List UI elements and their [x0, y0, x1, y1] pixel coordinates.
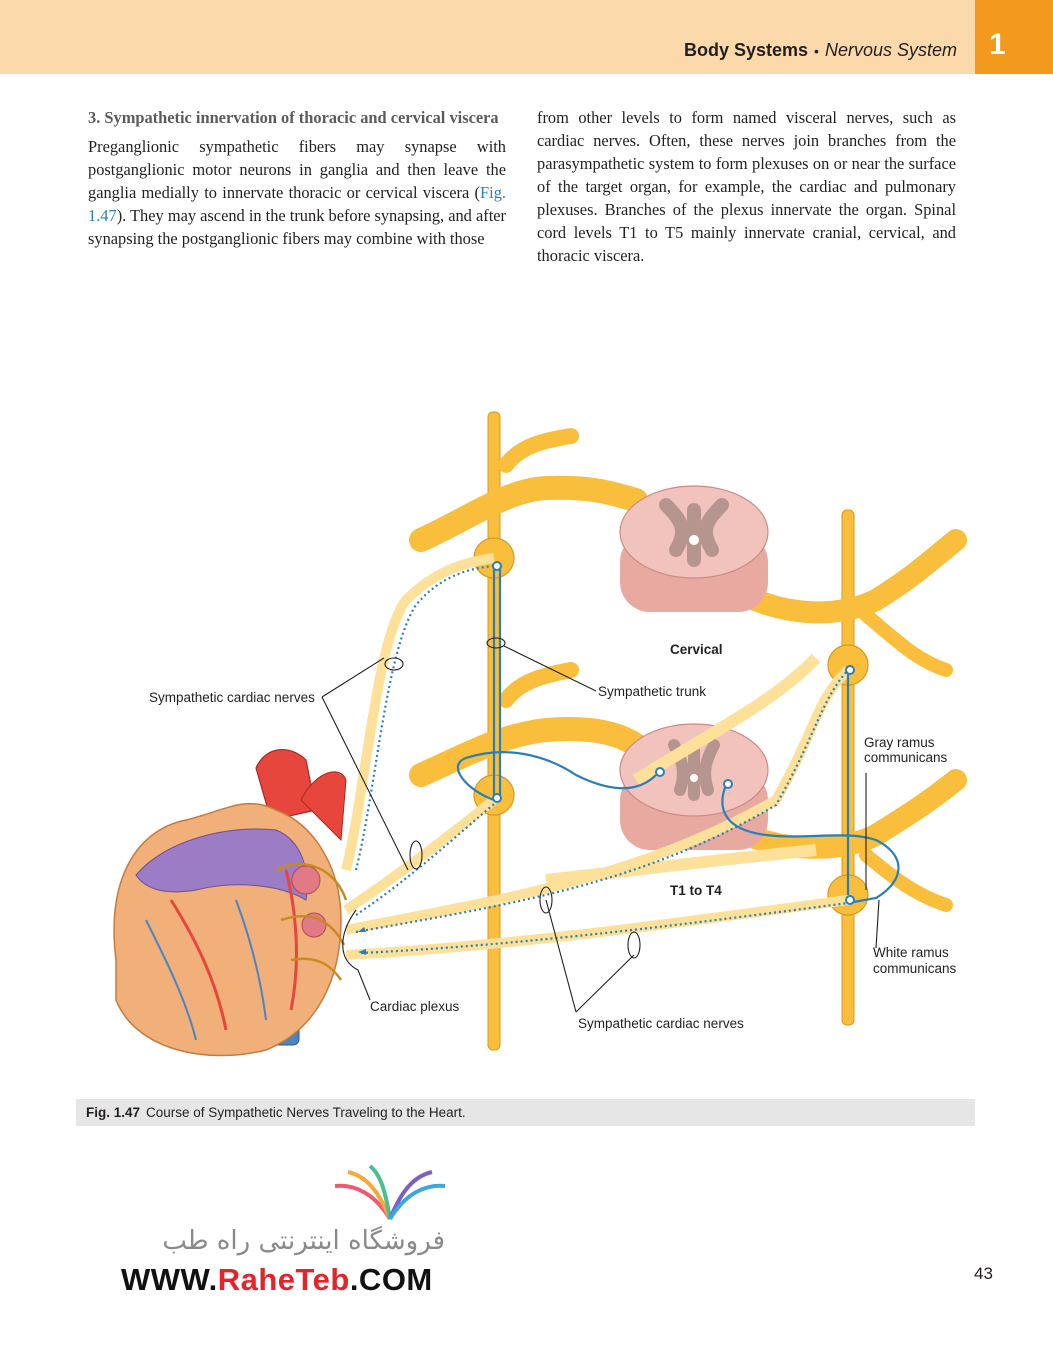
cardiac-nerve [343, 796, 498, 915]
text-column-right: from other levels to form named visceral… [537, 106, 956, 267]
synapse-markers [492, 561, 855, 905]
label-sympathetic-cardiac-nerves-bottom: Sympathetic cardiac nerves [578, 1016, 744, 1031]
cardiac-nerve [545, 844, 817, 886]
spinal-nerve-cervical-right [725, 529, 967, 624]
caption-figure-number: Fig. 1.47 [86, 1105, 141, 1120]
label-cervical: Cervical [670, 642, 723, 657]
spinal-nerve-branch [859, 848, 953, 912]
arrowhead [358, 927, 366, 932]
watermark-url-start: WWW. [121, 1262, 218, 1297]
leader-lines [321, 637, 880, 1013]
text-column-left: 3. Sympathetic innervation of thoracic a… [88, 106, 506, 250]
cardiac-nerve [345, 666, 852, 935]
label-gray-ramus-line1: Gray ramus [864, 735, 935, 750]
watermark: فروشگاه اینترنتی راه طب WWW.RaheTeb.COM [115, 1160, 455, 1310]
paragraph-text: Preganglionic sympathetic fibers may syn… [88, 137, 506, 202]
section-subheading: 3. Sympathetic innervation of thoracic a… [88, 108, 499, 127]
figure-caption: Fig. 1.47 Course of Sympathetic Nerves Tr… [76, 1099, 975, 1126]
chapter-number: 1 [989, 28, 1006, 61]
paragraph-text: ). They may ascend in the trunk before s… [88, 206, 506, 248]
arrowhead [358, 949, 366, 955]
watermark-url: WWW.RaheTeb.COM [121, 1262, 433, 1298]
watermark-persian-text: فروشگاه اینترنتی راه طب [162, 1226, 445, 1256]
figure-illustration: Sympathetic cardiac nerves Cervical Symp… [113, 411, 967, 1057]
label-sympathetic-cardiac-nerves-left: Sympathetic cardiac nerves [149, 690, 315, 705]
label-white-ramus-line2: communicans [873, 961, 957, 976]
watermark-url-brand: RaheTeb [217, 1262, 350, 1297]
sympathetic-fibers [354, 564, 900, 955]
spinal-cord-cervical [619, 485, 769, 612]
running-head-subsection: Nervous System [824, 40, 957, 60]
spinal-nerve-thoracic-left [409, 717, 648, 787]
body-paragraph-right: from other levels to form named visceral… [537, 108, 956, 265]
spinal-nerve-branch [498, 662, 579, 708]
label-t1-to-t4: T1 to T4 [670, 883, 722, 898]
caption-text: Course of Sympathetic Nerves Traveling t… [146, 1105, 466, 1120]
watermark-url-end: .COM [349, 1262, 433, 1297]
label-white-ramus-line1: White ramus [873, 945, 949, 960]
cardiac-nerve [341, 553, 495, 872]
book-logo-icon [334, 1164, 446, 1221]
label-cardiac-plexus: Cardiac plexus [370, 999, 460, 1014]
figure-sympathetic-heart: Sympathetic cardiac nerves Cervical Symp… [76, 400, 976, 1090]
cardiac-nerve [345, 895, 849, 960]
chapter-tab: 1 [975, 0, 1053, 74]
heart-illustration [113, 748, 348, 1057]
header-band [0, 0, 975, 74]
spinal-nerve-branch [498, 428, 579, 473]
spinal-nerve-cervical-left [409, 475, 648, 552]
cardiac-nerve [632, 653, 821, 786]
body-paragraph-left: Preganglionic sympathetic fibers may syn… [88, 135, 506, 250]
label-gray-ramus-line2: communicans [864, 750, 948, 765]
running-head-section: Body Systems [683, 40, 809, 60]
spinal-nerve-branch [859, 608, 953, 677]
figure-reference-link[interactable]: Fig. 1.47 [88, 183, 506, 225]
running-head-bullet: • [814, 43, 819, 59]
page-number: 43 [974, 1264, 993, 1283]
label-sympathetic-trunk: Sympathetic trunk [598, 684, 706, 699]
running-head: Body Systems • Nervous System [684, 40, 957, 61]
spinal-nerve-thoracic-right [725, 769, 967, 859]
